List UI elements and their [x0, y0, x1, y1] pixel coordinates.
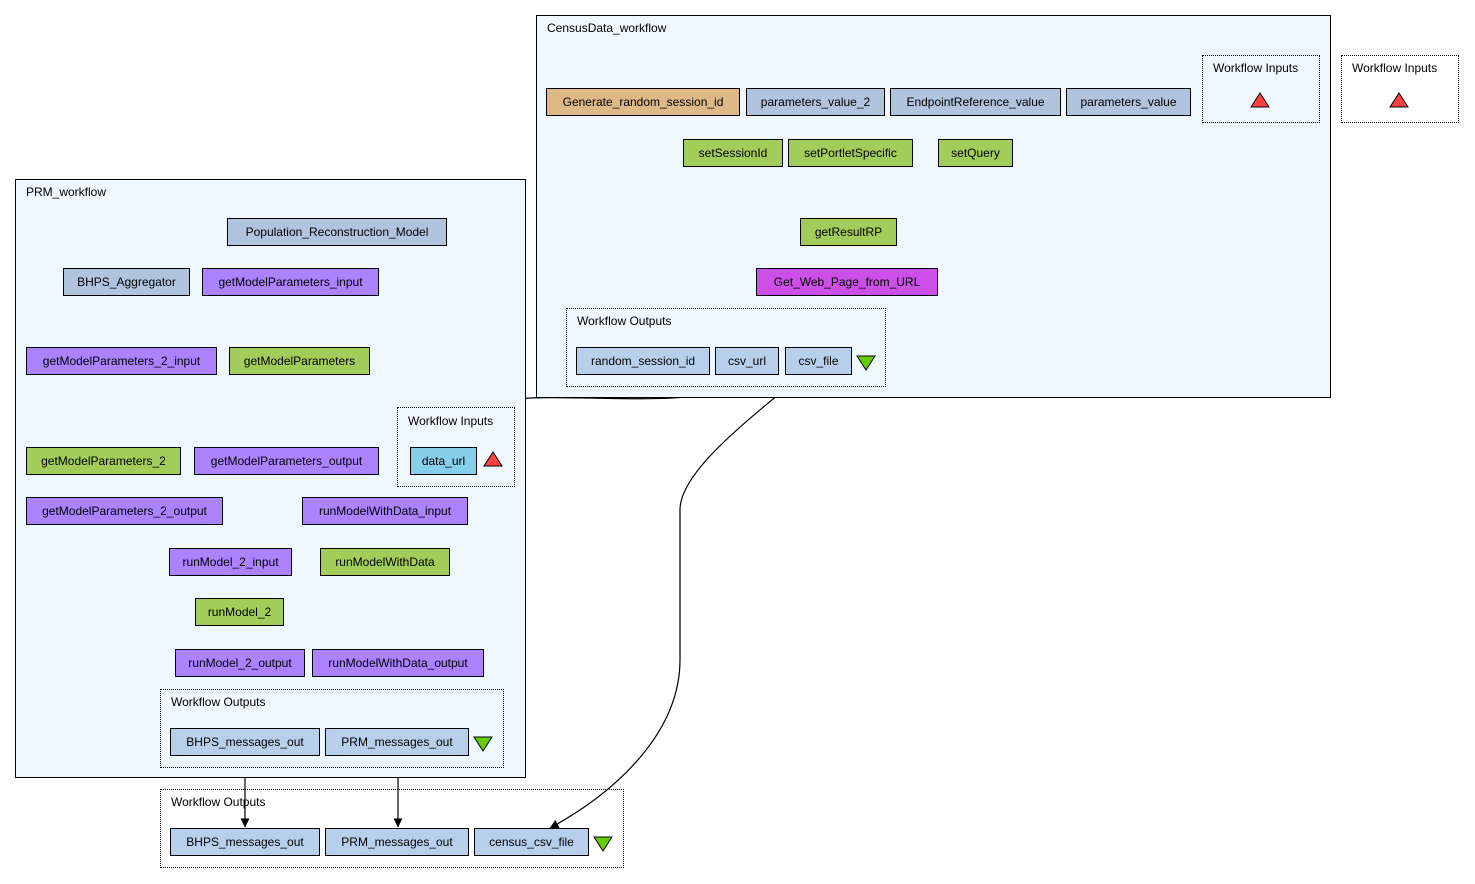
node-run-model-2[interactable]: runModel_2 [195, 598, 284, 626]
node-out-bhps-messages-out[interactable]: BHPS_messages_out [170, 828, 320, 856]
prm-workflow-inputs-box: Workflow Inputs [397, 407, 515, 487]
node-parameters-value[interactable]: parameters_value [1066, 88, 1191, 116]
outer-workflow-outputs-box: Workflow Outputs [160, 789, 624, 868]
node-random-session-id[interactable]: random_session_id [576, 347, 710, 375]
outer-workflow-inputs-title: Workflow Inputs [1352, 61, 1438, 75]
node-population-reconstruction-model[interactable]: Population_Reconstruction_Model [227, 218, 447, 246]
node-get-model-parameters-output[interactable]: getModelParameters_output [194, 447, 379, 475]
outer-inputs-triangle-icon [1389, 92, 1409, 108]
node-get-web-page-from-url[interactable]: Get_Web_Page_from_URL [756, 268, 938, 296]
e-csvfile-census [549, 375, 803, 829]
node-get-model-parameters[interactable]: getModelParameters [229, 347, 370, 375]
node-set-session-id[interactable]: setSessionId [683, 139, 783, 167]
node-generate-random-session-id[interactable]: Generate_random_session_id [546, 88, 740, 116]
prm-workflow-title: PRM_workflow [26, 185, 107, 199]
node-prm-prm-messages-out[interactable]: PRM_messages_out [325, 728, 469, 756]
prm-workflow-inputs-title: Workflow Inputs [408, 414, 494, 428]
node-census-csv-file[interactable]: census_csv_file [474, 828, 589, 856]
prm-workflow-outputs-title: Workflow Outputs [171, 695, 266, 709]
outer-outputs-triangle-icon [593, 836, 613, 852]
node-data-url[interactable]: data_url [410, 447, 477, 475]
node-get-model-parameters-2-output[interactable]: getModelParameters_2_output [26, 497, 223, 525]
census-workflow-outputs-box: Workflow Outputs [566, 308, 886, 387]
node-out-prm-messages-out[interactable]: PRM_messages_out [325, 828, 469, 856]
node-get-result-rp[interactable]: getResultRP [800, 218, 897, 246]
node-csv-file[interactable]: csv_file [785, 347, 852, 375]
prm-inputs-triangle-icon [483, 451, 503, 467]
node-run-model-with-data-output[interactable]: runModelWithData_output [312, 649, 484, 677]
node-set-portlet-specific[interactable]: setPortletSpecific [788, 139, 913, 167]
node-set-query[interactable]: setQuery [938, 139, 1013, 167]
census-outputs-triangle-icon [856, 355, 876, 371]
outer-workflow-inputs-box: Workflow Inputs [1341, 55, 1459, 123]
census-inputs-triangle-icon [1250, 92, 1270, 108]
census-workflow-cluster: CensusData_workflow [536, 15, 1331, 398]
node-get-model-parameters-2-input[interactable]: getModelParameters_2_input [26, 347, 217, 375]
node-csv-url[interactable]: csv_url [715, 347, 779, 375]
node-get-model-parameters-2[interactable]: getModelParameters_2 [26, 447, 181, 475]
node-run-model-2-output[interactable]: runModel_2_output [175, 649, 305, 677]
node-prm-bhps-messages-out[interactable]: BHPS_messages_out [170, 728, 320, 756]
node-parameters-value-2[interactable]: parameters_value_2 [746, 88, 885, 116]
node-run-model-with-data[interactable]: runModelWithData [320, 548, 450, 576]
census-workflow-title: CensusData_workflow [547, 21, 667, 35]
node-run-model-2-input[interactable]: runModel_2_input [169, 548, 292, 576]
node-get-model-parameters-input[interactable]: getModelParameters_input [202, 268, 379, 296]
census-workflow-inputs-title: Workflow Inputs [1213, 61, 1299, 75]
prm-outputs-triangle-icon [473, 736, 493, 752]
node-bhps-aggregator[interactable]: BHPS_Aggregator [63, 268, 190, 296]
outer-workflow-outputs-title: Workflow Outputs [171, 795, 266, 809]
node-endpoint-reference-value[interactable]: EndpointReference_value [890, 88, 1061, 116]
node-run-model-with-data-input[interactable]: runModelWithData_input [302, 497, 468, 525]
census-workflow-outputs-title: Workflow Outputs [577, 314, 672, 328]
prm-workflow-outputs-box: Workflow Outputs [160, 689, 504, 768]
census-workflow-inputs-box: Workflow Inputs [1202, 55, 1320, 123]
